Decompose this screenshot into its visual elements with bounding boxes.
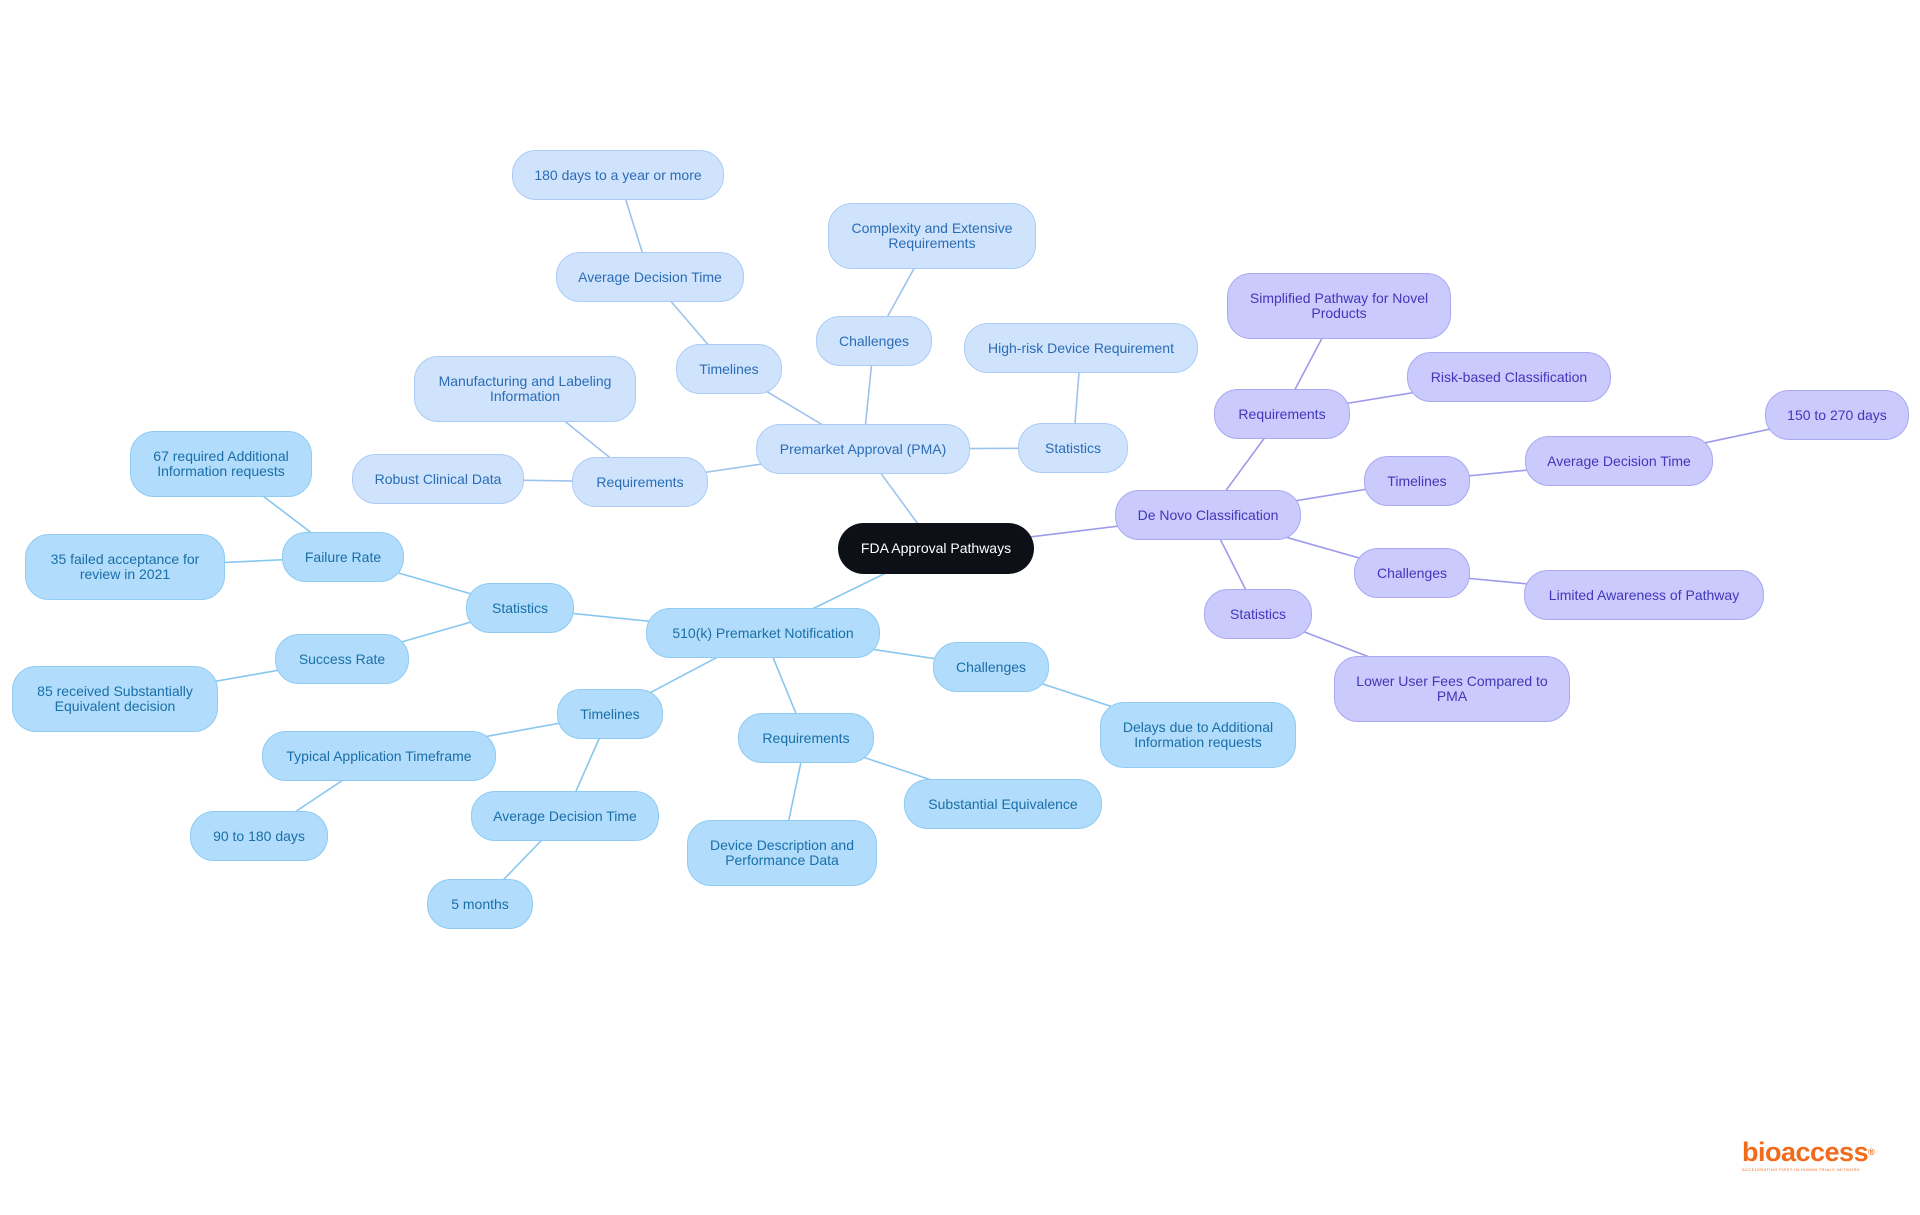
pma-statistics-node: Statistics [1018, 423, 1128, 473]
pma-node: Premarket Approval (PMA) [756, 424, 970, 474]
k510-timelines-node: Timelines [557, 689, 663, 739]
k510-typical-timeframe-node: Typical Application Timeframe [262, 731, 496, 781]
k510-challenges-value-node: Delays due to Additional Information req… [1100, 702, 1296, 768]
pma-challenges-value-node: Complexity and Extensive Requirements [828, 203, 1036, 269]
pma-requirements-node: Requirements [572, 457, 708, 507]
k510-average-decision-node: Average Decision Time [471, 791, 659, 841]
k510-challenges-node: Challenges [933, 642, 1049, 692]
k510-typical-timeframe-value-node: 90 to 180 days [190, 811, 328, 861]
k510-failure-rate-node: Failure Rate [282, 532, 404, 582]
denovo-challenges-node: Challenges [1354, 548, 1470, 598]
pma-requirements-clinical-node: Robust Clinical Data [352, 454, 524, 504]
k510-requirements-device-node: Device Description and Performance Data [687, 820, 877, 886]
pma-statistics-value-node: High-risk Device Requirement [964, 323, 1198, 373]
denovo-requirements-simplified-node: Simplified Pathway for Novel Products [1227, 273, 1451, 339]
k510-average-decision-value-node: 5 months [427, 879, 533, 929]
denovo-average-decision-value-node: 150 to 270 days [1765, 390, 1909, 440]
logo-tagline: ACCELERATING FIRST-IN-HUMAN TRIALS NETWO… [1742, 1167, 1860, 1172]
k510-success-rate-node: Success Rate [275, 634, 409, 684]
k510-failure-rate-value-a-node: 67 required Additional Information reque… [130, 431, 312, 497]
denovo-node: De Novo Classification [1115, 490, 1301, 540]
logo-wordmark: bioaccess [1742, 1137, 1869, 1167]
root-node: FDA Approval Pathways [838, 523, 1034, 574]
k510-node: 510(k) Premarket Notification [646, 608, 880, 658]
pma-average-decision-value-node: 180 days to a year or more [512, 150, 724, 200]
pma-challenges-node: Challenges [816, 316, 932, 366]
k510-requirements-equivalence-node: Substantial Equivalence [904, 779, 1102, 829]
pma-average-decision-node: Average Decision Time [556, 252, 744, 302]
denovo-average-decision-node: Average Decision Time [1525, 436, 1713, 486]
logo-registered-mark: ® [1868, 1147, 1875, 1157]
pma-timelines-node: Timelines [676, 344, 782, 394]
denovo-statistics-node: Statistics [1204, 589, 1312, 639]
k510-requirements-node: Requirements [738, 713, 874, 763]
denovo-challenges-value-node: Limited Awareness of Pathway [1524, 570, 1764, 620]
denovo-requirements-risk-node: Risk-based Classification [1407, 352, 1611, 402]
k510-failure-rate-value-b-node: 35 failed acceptance for review in 2021 [25, 534, 225, 600]
denovo-requirements-node: Requirements [1214, 389, 1350, 439]
k510-statistics-node: Statistics [466, 583, 574, 633]
bioaccess-logo: bioaccess® ACCELERATING FIRST-IN-HUMAN T… [1742, 1137, 1875, 1172]
k510-success-rate-value-node: 85 received Substantially Equivalent dec… [12, 666, 218, 732]
denovo-statistics-value-node: Lower User Fees Compared to PMA [1334, 656, 1570, 722]
pma-requirements-manufacturing-node: Manufacturing and Labeling Information [414, 356, 636, 422]
denovo-timelines-node: Timelines [1364, 456, 1470, 506]
